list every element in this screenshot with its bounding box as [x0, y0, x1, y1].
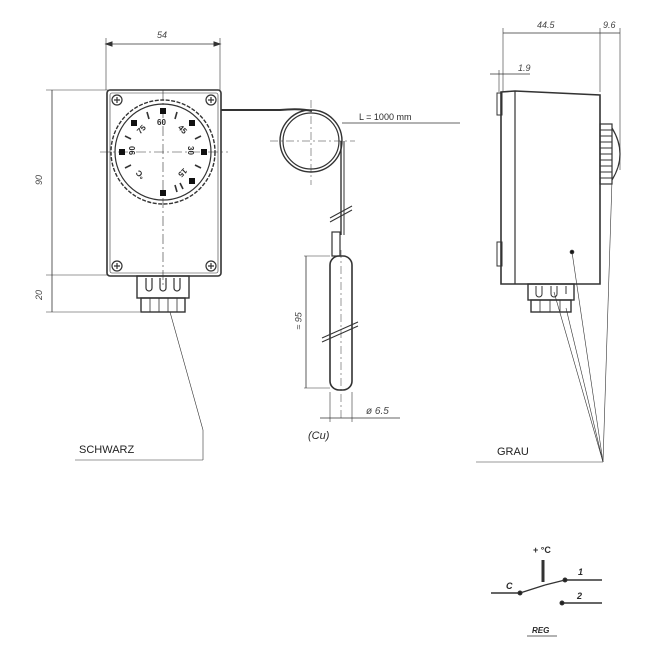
dial-label: 90	[127, 146, 137, 155]
dial-label: 60	[157, 118, 166, 127]
height-dimension: 90	[34, 174, 45, 186]
schematic-contact1-label: 1	[578, 567, 584, 577]
width-dimension: 54	[157, 30, 168, 40]
sensor-diameter-dimension: ø 6.5	[366, 406, 389, 417]
schematic-contact2-label: 2	[577, 591, 583, 601]
schwarz-callout: SCHWARZ	[79, 444, 135, 456]
grau-callout: GRAU	[497, 446, 529, 458]
schematic-caption: REG	[532, 626, 550, 635]
gland-dimension: 20	[34, 289, 45, 301]
sensor-length-dimension: ≈ 95	[293, 312, 304, 330]
capillary-length-label: L = 1000 mm	[359, 112, 412, 122]
knob-dimension: 9.6	[603, 20, 616, 30]
dial-label: 30	[185, 146, 195, 155]
schematic-common-label: C	[506, 581, 513, 591]
depth-dimension: 44.5	[537, 20, 555, 30]
flange-dimension: 1.9	[518, 63, 531, 73]
sensor-material-label: (Cu)	[308, 430, 330, 442]
schematic-temp-label: + °C	[533, 545, 551, 555]
